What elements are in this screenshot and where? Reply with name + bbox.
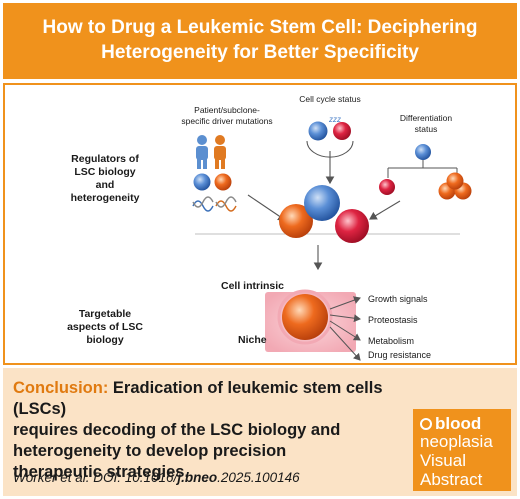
differentiated-cell-red: [379, 179, 395, 195]
regulators-label: Regulators of LSC biology and heterogene…: [71, 153, 140, 204]
regulator-arrows: [247, 151, 401, 221]
patient-person-blue-icon: [196, 135, 208, 169]
regulators-line-3: and: [96, 179, 115, 191]
title-line-2: Heterogeneity for Better Specificity: [101, 42, 419, 63]
dna-icon: [192, 196, 237, 212]
logo-line-3: Visual: [420, 451, 466, 470]
logo-line-2: neoplasia: [420, 432, 493, 451]
title-line-1: How to Drug a Leukemic Stem Cell: Deciph…: [42, 17, 478, 38]
patient-cell-orange: [214, 173, 232, 191]
lsc-cell-orange: [279, 204, 313, 238]
diagram-panel: Regulators of LSC biology and heterogene…: [3, 83, 517, 365]
conclusion-line-3: heterogeneity to develop precision: [13, 442, 287, 460]
differentiation-line-2: status: [415, 124, 438, 134]
lsc-cell-red: [335, 209, 369, 243]
conclusion-label: Conclusion:: [13, 379, 109, 397]
target-cell-orange: [282, 294, 328, 340]
progenitor-cell-blue: [415, 144, 431, 160]
regulators-line-2: LSC biology: [74, 166, 135, 178]
target-cell-halo: [277, 289, 333, 345]
differentiation-tree: [387, 160, 458, 178]
citation-suffix: .2025.100146: [217, 470, 300, 485]
citation: Worker et al. DOI: 10.1016/j.bneo.2025.1…: [13, 470, 300, 485]
title-banner: How to Drug a Leukemic Stem Cell: Deciph…: [3, 3, 517, 79]
patient-label: Patient/subclone- specific driver mutati…: [181, 105, 272, 126]
targetable-line-2: aspects of LSC: [67, 321, 143, 333]
patient-cell-blue: [193, 173, 211, 191]
blood-neoplasia-logo: blood neoplasia Visual Abstract: [413, 409, 511, 491]
differentiation-line-1: Differentiation: [400, 113, 453, 123]
quiescent-cell-blue: [308, 121, 328, 141]
citation-prefix: Worker et al. DOI: 10.1016/: [13, 470, 178, 485]
patient-line-1: Patient/subclone-: [194, 105, 260, 115]
cell-intrinsic-label: Cell intrinsic: [221, 280, 284, 292]
diagram-canvas: Regulators of LSC biology and heterogene…: [67, 94, 472, 361]
citation-journal: j.bneo: [177, 470, 218, 485]
conclusion-text: Conclusion: Eradication of leukemic stem…: [13, 378, 413, 483]
conclusion-line-1: Eradication of leukemic stem cells (LSCs…: [13, 379, 383, 418]
conclusion-line-2: requires decoding of the LSC biology and: [13, 421, 341, 439]
target-list: Growth signals Proteostasis Metabolism D…: [368, 294, 431, 360]
targetable-line-3: biology: [86, 334, 123, 346]
conclusion-panel: Conclusion: Eradication of leukemic stem…: [3, 368, 517, 496]
sleep-icon: zzz: [328, 115, 341, 124]
cycling-cell-red: [333, 122, 351, 140]
logo-line-4: Abstract: [420, 470, 483, 489]
logo-brand-text: blood: [435, 414, 482, 433]
regulators-line-4: heterogeneity: [71, 192, 140, 204]
lsc-cell-blue: [304, 185, 340, 221]
patient-line-2: specific driver mutations: [181, 116, 272, 126]
cell-cycle-label: Cell cycle status: [299, 94, 360, 104]
logo-brand: blood: [420, 415, 511, 432]
regulators-line-1: Regulators of: [71, 153, 139, 165]
patient-person-orange-icon: [214, 135, 226, 169]
conclusion-line-4: therapeutic strategies.: [13, 463, 190, 481]
targetable-line-1: Targetable: [79, 308, 131, 320]
differentiation-label: Differentiation status: [400, 113, 453, 134]
target-arrows: [329, 296, 361, 361]
target-drug-resistance: Drug resistance: [368, 350, 431, 360]
blood-drop-icon: [420, 418, 432, 430]
target-proteostasis: Proteostasis: [368, 315, 418, 325]
targetable-label: Targetable aspects of LSC biology: [67, 308, 143, 346]
target-metabolism: Metabolism: [368, 336, 414, 346]
differentiated-cell-orange-3: [446, 172, 464, 190]
target-growth-signals: Growth signals: [368, 294, 428, 304]
niche-label: Niche: [238, 334, 267, 346]
